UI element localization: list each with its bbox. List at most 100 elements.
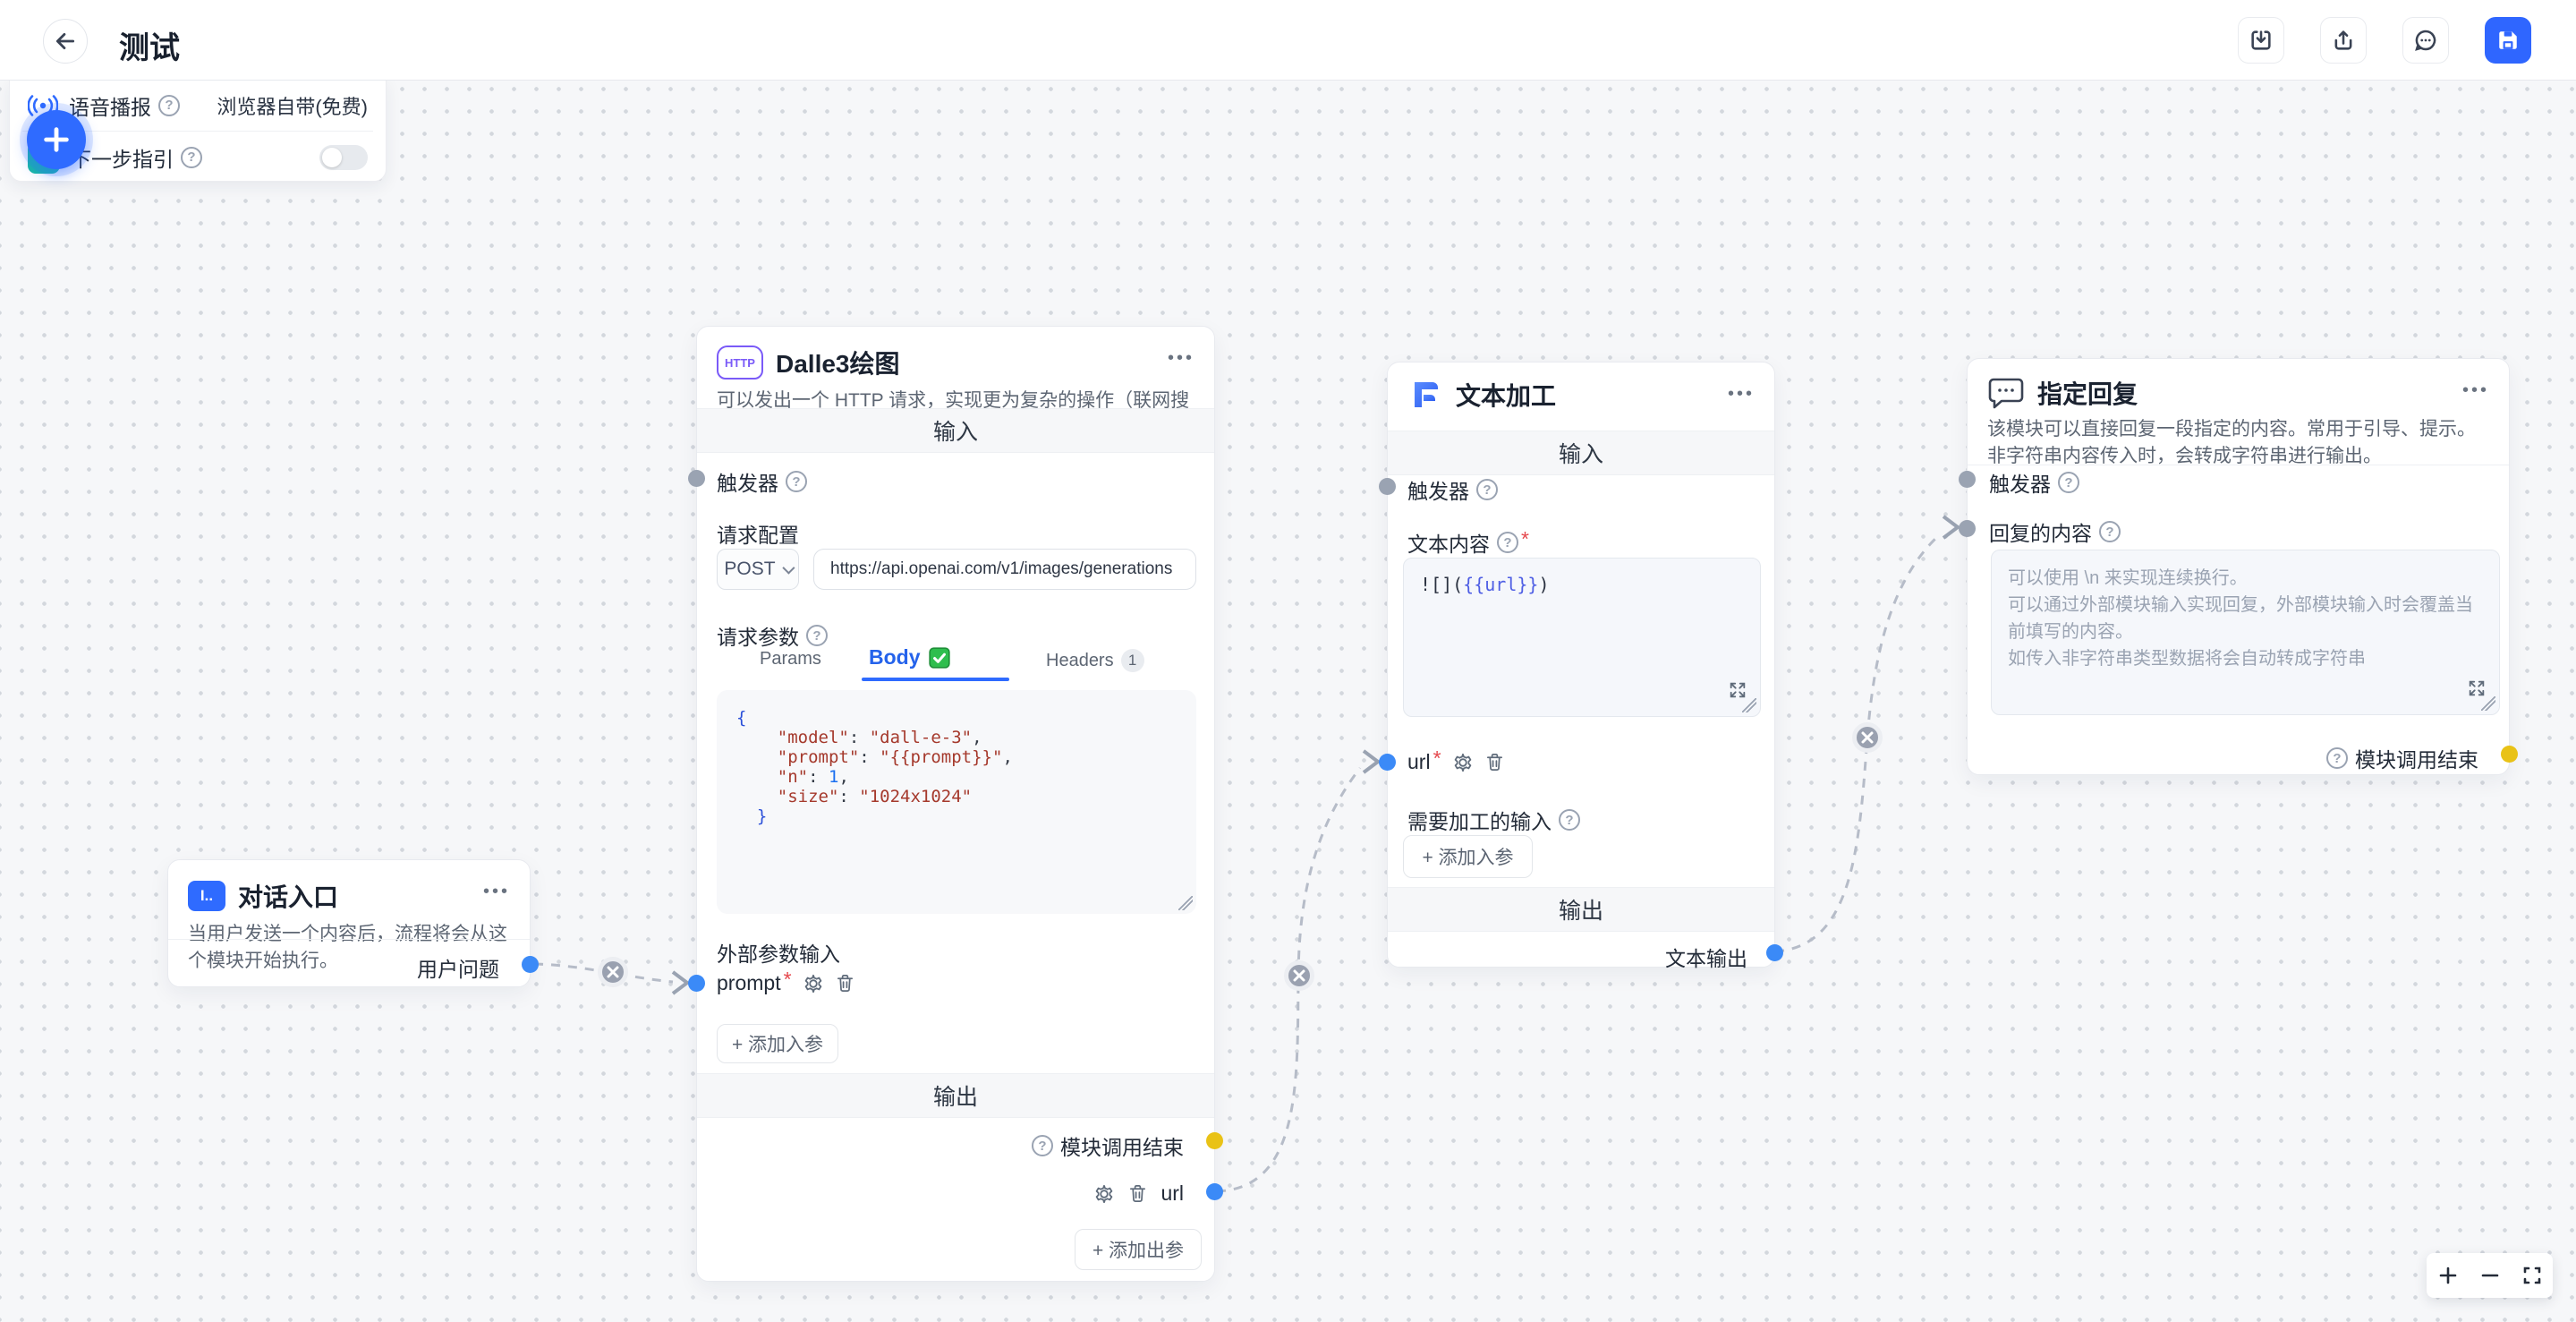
node-menu-button[interactable] (2462, 380, 2489, 401)
next-step-guide-label: 下一步指引 (71, 147, 174, 171)
param-name: prompt (717, 971, 781, 994)
edit-param-button[interactable] (803, 973, 824, 994)
zoom-in-button[interactable] (2430, 1253, 2466, 1298)
output-band: 输出 (697, 1073, 1214, 1118)
add-input-param-button[interactable]: + 添加入参 (1403, 835, 1533, 878)
next-step-guide-toggle[interactable] (319, 144, 368, 170)
add-node-button[interactable] (27, 110, 86, 169)
delete-param-button[interactable] (1484, 752, 1505, 772)
edge-delete-button[interactable] (1284, 960, 1314, 991)
http-cloud-icon: HTTP (717, 345, 763, 380)
textarea-placeholder: 可以使用 \n 来实现连续换行。 可以通过外部模块输入实现回复，外部模块输入时会… (2008, 568, 2473, 669)
headers-count-badge: 1 (1120, 649, 1144, 672)
module-end-row: 模块调用结束 (2326, 743, 2478, 773)
request-url-input[interactable] (813, 549, 1196, 590)
share-icon (2334, 30, 2352, 50)
text-output-row: 文本输出 (1665, 942, 1747, 972)
output-port-text[interactable] (1766, 944, 1783, 961)
trigger-port[interactable] (1379, 478, 1396, 495)
plus-icon (44, 127, 69, 152)
edge-delete-button[interactable] (598, 957, 628, 987)
url-param-row: url* (1407, 746, 1505, 774)
input-port-url[interactable] (1379, 754, 1396, 771)
expand-icon[interactable] (2467, 678, 2487, 704)
add-input-param-button[interactable]: + 添加入参 (717, 1024, 838, 1063)
input-port-prompt[interactable] (688, 975, 705, 992)
edge-delete-button[interactable] (1852, 722, 1883, 753)
export-button[interactable] (2320, 17, 2367, 64)
resize-handle[interactable] (1742, 698, 1756, 712)
output-port-user-question[interactable] (522, 956, 539, 973)
reply-content-label: 回复的内容 (1989, 516, 2121, 547)
help-icon[interactable] (1497, 532, 1518, 553)
help-icon[interactable] (1559, 809, 1580, 831)
voice-broadcast-value[interactable]: 浏览器自带(免费) (217, 95, 368, 118)
edit-param-button[interactable] (1452, 752, 1474, 773)
voice-broadcast-label: 语音播报 (69, 95, 151, 119)
gear-icon (804, 974, 821, 993)
x-icon (607, 966, 619, 978)
trigger-row: 触发器 (717, 466, 807, 497)
tab-params[interactable]: Params (760, 649, 821, 669)
input-port-reply-content[interactable] (1959, 520, 1976, 537)
fit-view-button[interactable] (2514, 1253, 2550, 1298)
help-icon[interactable] (1476, 479, 1498, 500)
help-icon[interactable] (786, 471, 807, 492)
import-icon (2251, 30, 2271, 50)
text-content-textarea[interactable]: ![]({{url}}) (1403, 558, 1761, 717)
node-menu-button[interactable] (1168, 348, 1194, 369)
x-icon (1293, 969, 1305, 982)
delete-output-button[interactable] (1127, 1183, 1148, 1204)
edit-output-button[interactable] (1093, 1183, 1115, 1205)
trash-icon (1486, 754, 1502, 771)
node-menu-button[interactable] (1728, 384, 1755, 405)
body-json-editor[interactable]: { "model": "dall-e-3", "prompt": "{{prom… (717, 690, 1196, 914)
fit-view-icon (2523, 1267, 2540, 1284)
trigger-port[interactable] (1959, 471, 1976, 488)
help-icon[interactable] (2058, 472, 2079, 493)
chevron-down-icon (781, 561, 795, 575)
output-port-module-end[interactable] (2501, 746, 2518, 763)
resize-handle[interactable] (1178, 896, 1193, 910)
node-dalle3[interactable]: HTTP Dalle3绘图 可以发出一个 HTTP 请求，实现更为复杂的操作（联… (688, 326, 1223, 1282)
node-dialog-entry[interactable]: I.. 对话入口 当用户发送一个内容后，流程将会从这个模块开始执行。 用户问题 (167, 859, 539, 987)
help-icon[interactable] (806, 625, 828, 646)
zoom-out-button[interactable] (2472, 1253, 2508, 1298)
node-text-processing[interactable]: 文本加工 输入 触发器 文本内容* ![]({{url}}) url* (1379, 362, 1783, 970)
trigger-row: 触发器 (1407, 474, 1498, 505)
help-icon[interactable] (158, 94, 180, 116)
trigger-label: 触发器 (717, 472, 778, 495)
output-port-module-end[interactable] (1206, 1132, 1223, 1149)
reply-content-textarea[interactable]: 可以使用 \n 来实现连续换行。 可以通过外部模块输入实现回复，外部模块输入时会… (1991, 550, 2500, 715)
save-floppy-icon (2499, 31, 2517, 49)
node-fixed-reply[interactable]: 指定回复 该模块可以直接回复一段指定的内容。常用于引导、提示。非字符串内容传入时… (1959, 358, 2518, 775)
module-end-label: 模块调用结束 (2355, 748, 2478, 772)
feedback-button[interactable] (2402, 17, 2449, 64)
back-button[interactable] (43, 19, 88, 64)
expand-icon[interactable] (1728, 680, 1747, 705)
tab-body[interactable]: Body (869, 645, 951, 670)
node-title: 对话入口 (238, 883, 339, 911)
help-icon[interactable] (2326, 747, 2348, 769)
trigger-label: 触发器 (1989, 473, 2051, 496)
method-select[interactable]: POST (717, 549, 799, 590)
node-menu-button[interactable] (483, 882, 510, 902)
gear-icon (1454, 753, 1471, 772)
resize-handle[interactable] (2481, 696, 2495, 711)
node-title: 文本加工 (1456, 382, 1557, 410)
node-description: 该模块可以直接回复一段指定的内容。常用于引导、提示。非字符串内容传入时，会转成字… (1987, 419, 2476, 466)
help-icon[interactable] (181, 146, 202, 168)
need-input-label: 需要加工的输入 (1407, 805, 1580, 835)
tab-headers[interactable]: Headers 1 (1046, 649, 1144, 672)
help-icon[interactable] (2099, 521, 2121, 542)
text-content-label: 文本内容* (1407, 527, 1529, 558)
add-output-param-button[interactable]: + 添加出参 (1075, 1229, 1202, 1270)
delete-param-button[interactable] (835, 973, 855, 994)
import-button[interactable] (2238, 17, 2284, 64)
output-port-url[interactable] (1206, 1183, 1223, 1200)
voice-broadcast-row[interactable]: 语音播报 浏览器自带(免费) (10, 80, 386, 131)
save-button[interactable] (2485, 17, 2531, 64)
help-icon[interactable] (1032, 1135, 1053, 1156)
trigger-port[interactable] (688, 470, 705, 487)
